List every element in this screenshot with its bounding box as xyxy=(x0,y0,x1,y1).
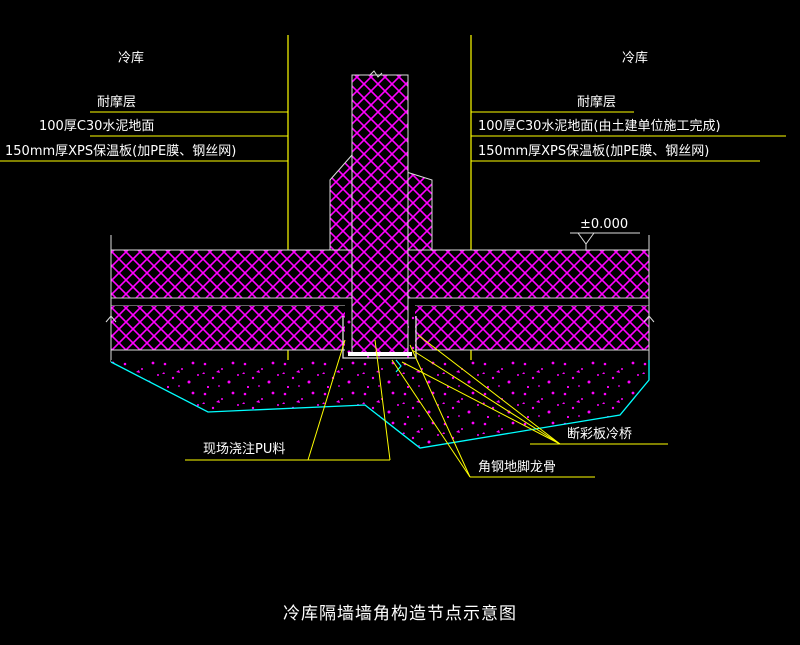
right-concrete-label: 100厚C30水泥地面(由土建单位施工完成) xyxy=(478,119,721,134)
right-wear-layer-label: 耐摩层 xyxy=(577,95,617,110)
thermal-break-callout: 断彩板冷桥 xyxy=(567,427,633,442)
left-insulation-label: 150mm厚XPS保温板(加PE膜、钢丝网) xyxy=(5,144,237,159)
elevation-marker xyxy=(570,232,640,250)
right-insulation-label: 150mm厚XPS保温板(加PE膜、钢丝网) xyxy=(478,144,710,159)
left-room-label: 冷库 xyxy=(118,51,145,66)
base-outline xyxy=(110,360,650,449)
left-wear-layer-label: 耐摩层 xyxy=(97,95,137,110)
left-concrete-label: 100厚C30水泥地面 xyxy=(39,119,155,134)
partition-wall-panel xyxy=(351,74,409,356)
angle-steel-callout: 角钢地脚龙骨 xyxy=(478,460,557,475)
base-fill-layer xyxy=(111,360,649,448)
angle-steel-runner xyxy=(342,316,417,359)
right-room-label: 冷库 xyxy=(622,51,649,66)
drawing-caption: 冷库隔墙墙角构造节点示意图 xyxy=(283,604,517,624)
elevation-label: ±0.000 xyxy=(580,217,629,232)
pu-foam-callout: 现场浇注PU料 xyxy=(203,442,286,457)
